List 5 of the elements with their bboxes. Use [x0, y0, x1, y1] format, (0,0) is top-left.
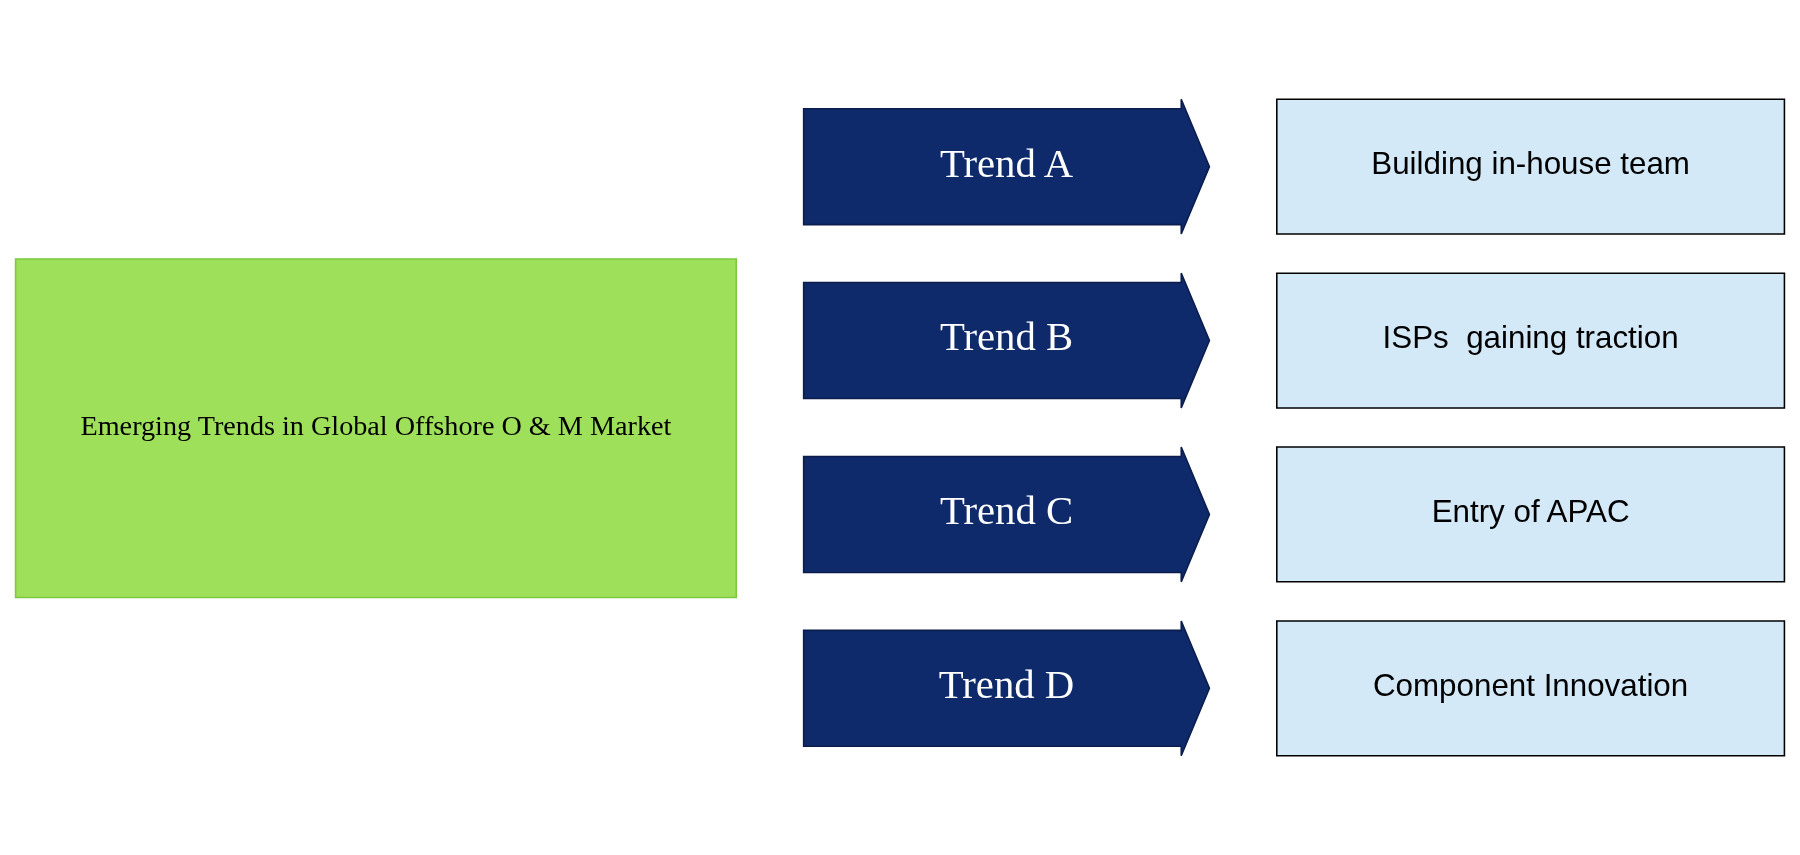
node-box: ISPs gaining traction	[1276, 272, 1786, 409]
node-box: Emerging Trends in Global Offshore O & M Market	[14, 258, 738, 599]
node-box: Entry of APAC	[1276, 446, 1786, 583]
node-box: Component Innovation	[1276, 620, 1786, 757]
node-box: Building in-house team	[1276, 98, 1786, 235]
